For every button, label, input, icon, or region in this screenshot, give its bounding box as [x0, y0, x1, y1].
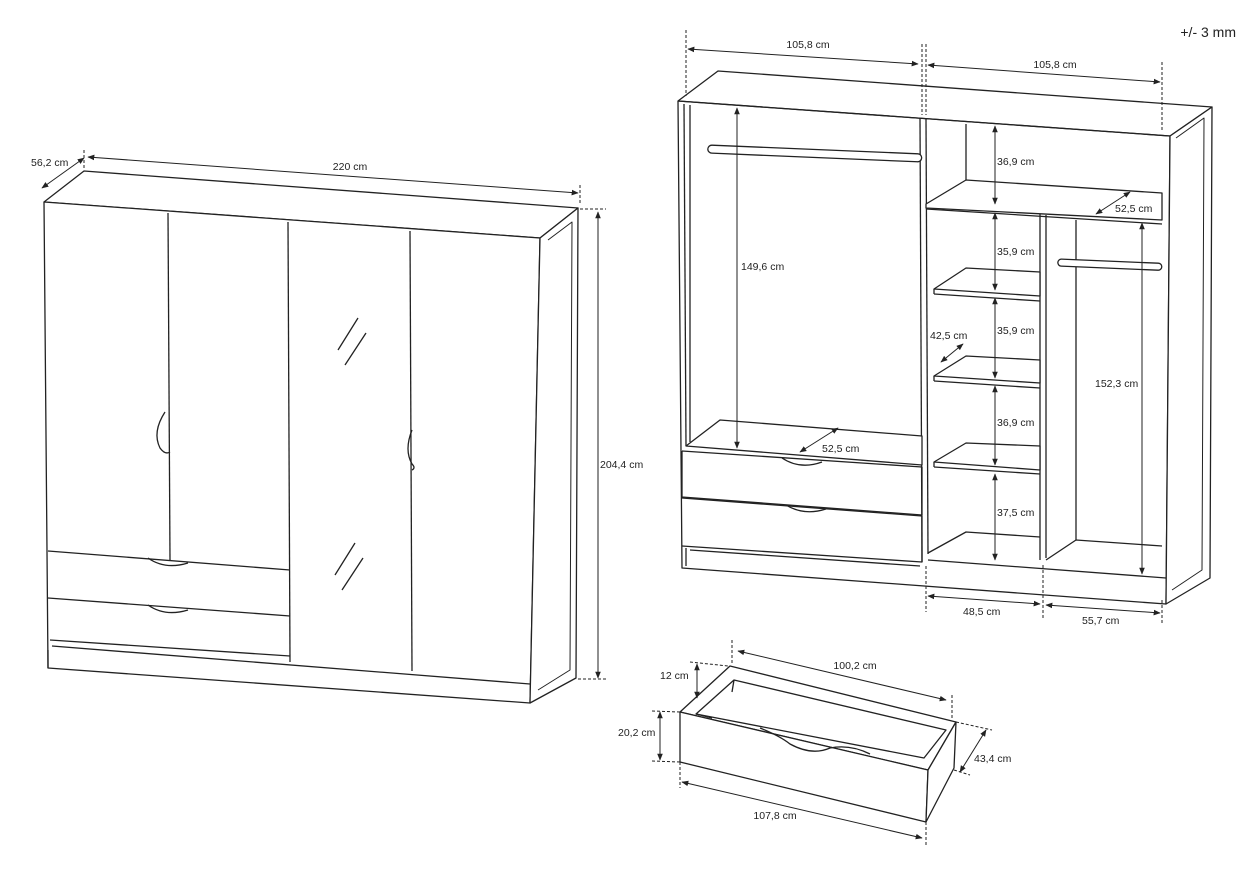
left-floor-depth-label: 52,5 cm	[822, 443, 860, 455]
tolerance-note: +/- 3 mm	[1180, 24, 1236, 40]
left-width-label: 105,8 cm	[786, 39, 829, 51]
shelf-3-label: 35,9 cm	[997, 325, 1035, 337]
front-height-label: 204,4 cm	[600, 459, 643, 471]
interior-dimensions	[685, 30, 1163, 624]
left-hanging-height-label: 149,6 cm	[741, 261, 784, 273]
drawer-side-height-label: 12 cm	[660, 670, 689, 682]
shelf-4-label: 36,9 cm	[997, 417, 1035, 429]
front-dimensions	[41, 150, 606, 680]
interior-top-surface	[677, 70, 1213, 137]
drawer-dimensions	[651, 640, 993, 846]
front-face	[43, 201, 541, 704]
left-floor-depth-line	[799, 427, 839, 453]
front-depth-label: 56,2 cm	[31, 157, 69, 169]
width-dimension-line	[87, 154, 579, 196]
right-hanging-height-label: 152,3 cm	[1095, 378, 1138, 390]
right-width-label: 105,8 cm	[1033, 59, 1076, 71]
drawer-depth-label: 43,4 cm	[974, 753, 1012, 765]
drawer-view	[679, 665, 957, 823]
shelf-top-label: 36,9 cm	[997, 156, 1035, 168]
shelf-depth-label: 42,5 cm	[930, 330, 968, 342]
depth-dimension-line	[41, 157, 85, 189]
drawer-inner-length-label: 100,2 cm	[833, 660, 876, 672]
front-width-label: 220 cm	[333, 161, 368, 173]
right-width-dimension-line	[927, 62, 1161, 85]
drawer-front-height-label: 20,2 cm	[618, 727, 656, 739]
top-shelf-depth-label: 52,5 cm	[1115, 203, 1153, 215]
shelf-section-width-label: 48,5 cm	[963, 606, 1001, 618]
shelf-bottom-label: 37,5 cm	[997, 507, 1035, 519]
shelf-2-label: 35,9 cm	[997, 246, 1035, 258]
hanging-section-width-label: 55,7 cm	[1082, 615, 1120, 627]
left-width-dimension-line	[687, 46, 919, 67]
drawer-front-length-label: 107,8 cm	[753, 810, 796, 822]
front-view	[43, 170, 579, 704]
front-side-panel	[529, 207, 579, 704]
